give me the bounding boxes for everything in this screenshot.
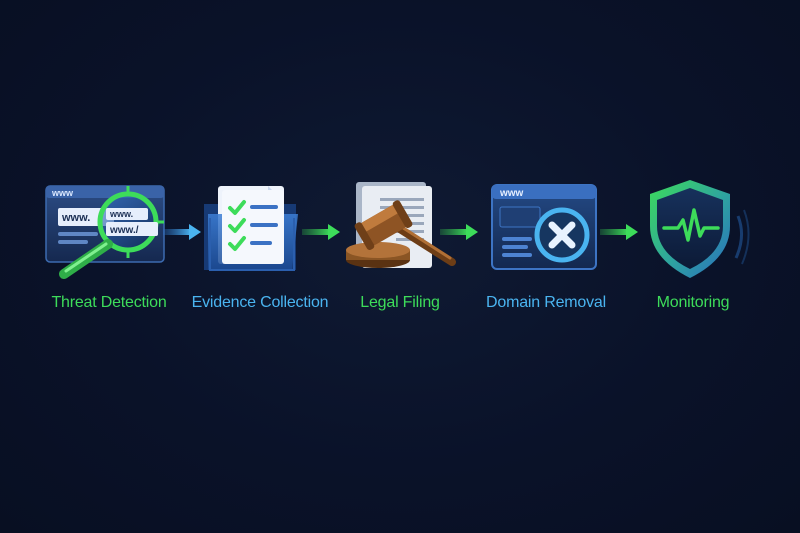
arrow-right-icon — [600, 224, 638, 240]
gavel-icon — [346, 182, 456, 268]
step-evidence-collection — [200, 178, 350, 328]
step-label-legal-filing: Legal Filing — [360, 294, 440, 311]
step-label-monitoring: Monitoring — [656, 294, 730, 311]
flow-arrow-1 — [163, 222, 203, 242]
browser-url-text: www — [499, 188, 524, 199]
checklist-document-icon — [204, 186, 298, 271]
step-domain-removal: www — [490, 183, 640, 333]
arrow-right-icon — [163, 224, 201, 240]
arrow-right-icon — [440, 224, 478, 240]
shield-heartbeat-icon — [650, 180, 750, 278]
flow-arrow-3 — [440, 222, 480, 242]
browser-url-text: www — [51, 188, 74, 198]
step-legal-filing — [340, 178, 490, 328]
flow-arrow-4 — [600, 222, 640, 242]
url-field-text: www. — [61, 212, 90, 224]
lens-url-text-1: www. — [109, 209, 133, 219]
step-threat-detection: www www. www. www./ — [30, 170, 180, 320]
step-label-threat-detection: Threat Detection — [51, 294, 167, 311]
arrow-right-icon — [302, 224, 340, 240]
step-label-domain-removal: Domain Removal — [486, 294, 606, 311]
step-monitoring — [638, 176, 788, 326]
magnifier-url-icon: www www. www. www./ — [45, 185, 165, 279]
lens-url-text-2: www./ — [109, 225, 139, 236]
browser-remove-icon: www — [491, 184, 597, 270]
step-label-evidence-collection: Evidence Collection — [191, 294, 329, 311]
flow-arrow-2 — [302, 222, 342, 242]
